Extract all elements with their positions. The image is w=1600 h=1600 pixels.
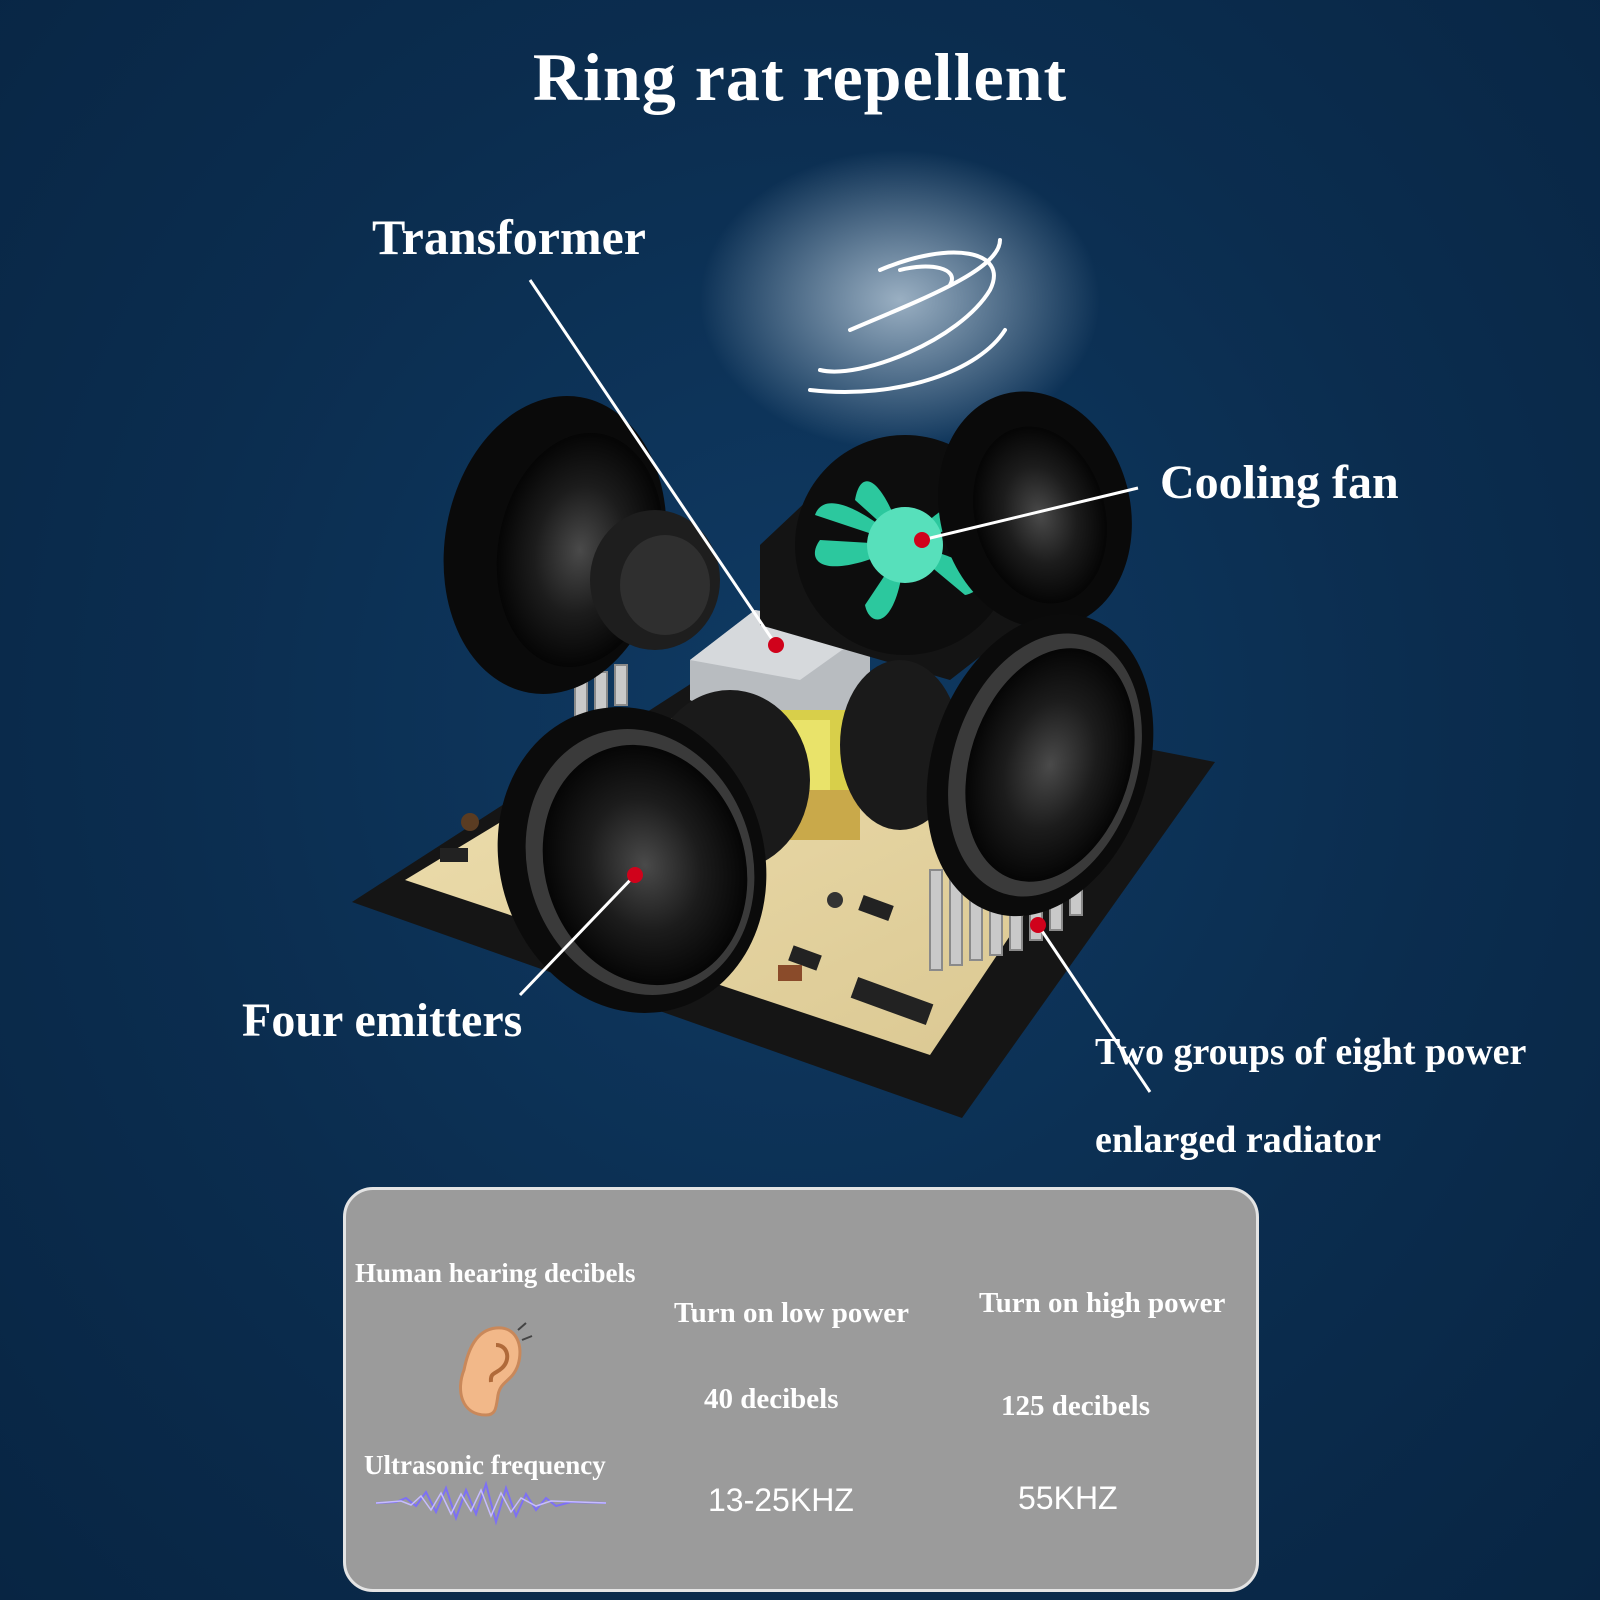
page-title: Ring rat repellent xyxy=(532,39,1068,115)
emitter-front-right xyxy=(840,613,1154,917)
human-hearing-header: Human hearing decibels xyxy=(355,1258,636,1288)
low-power-header: Turn on low power xyxy=(674,1297,910,1329)
spec-panel: Human hearing decibels Turn on low power… xyxy=(343,1187,1259,1592)
radiator-label-line1: Two groups of eight power xyxy=(1095,1031,1527,1073)
emitters-marker xyxy=(627,867,643,883)
high-power-header: Turn on high power xyxy=(979,1287,1226,1319)
four-emitters-label: Four emitters xyxy=(242,994,523,1047)
low-power-decibels: 40 decibels xyxy=(704,1383,839,1415)
radiator-leader-line xyxy=(1036,924,1152,1093)
high-power-frequency: 55KHZ xyxy=(1018,1480,1118,1516)
radiator-marker xyxy=(1030,917,1046,933)
radiator-label-line2: enlarged radiator xyxy=(1095,1119,1382,1161)
ultrasonic-frequency-header: Ultrasonic frequency xyxy=(364,1450,606,1480)
transformer-label: Transformer xyxy=(372,209,646,265)
cooling-fan-label: Cooling fan xyxy=(1160,456,1399,509)
airflow-swirl xyxy=(808,238,1007,394)
board-components xyxy=(440,813,934,1026)
transformer-leader-line xyxy=(528,279,778,646)
air-mist xyxy=(700,150,1100,450)
transformer-marker xyxy=(768,637,784,653)
emitters-leader-line xyxy=(518,873,637,997)
low-power-frequency: 13-25KHZ xyxy=(708,1482,854,1518)
emitter-back-left xyxy=(443,396,720,694)
high-power-decibels: 125 decibels xyxy=(1001,1390,1151,1422)
cooling-fan-marker xyxy=(914,532,930,548)
callout-markers xyxy=(627,532,1046,933)
ear-icon xyxy=(459,1322,533,1417)
callout-lines xyxy=(518,279,1152,1093)
cooling-fan-leader-line xyxy=(921,486,1139,542)
sound-wave-icon xyxy=(376,1480,606,1526)
emitter-back-right xyxy=(938,391,1132,629)
